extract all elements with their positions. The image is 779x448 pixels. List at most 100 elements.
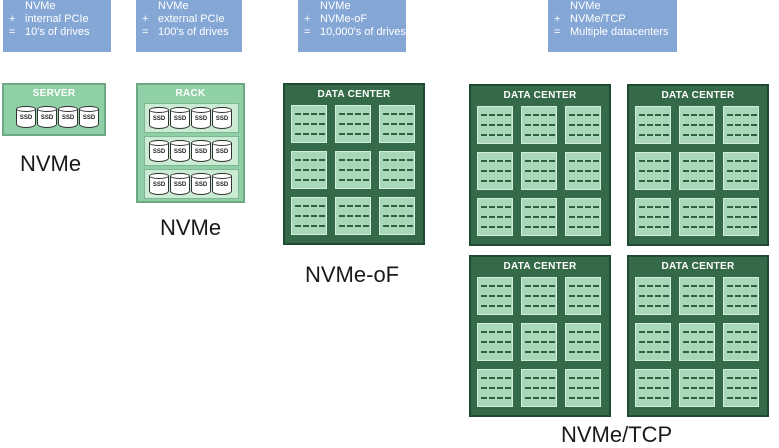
- rack-cell: [635, 106, 671, 144]
- datacenter-title: DATA CENTER: [661, 90, 735, 101]
- datacenter-grid: [635, 106, 761, 240]
- rack-cell: [679, 152, 715, 190]
- rack-cell: [679, 277, 715, 315]
- ssd-label: SSD: [173, 116, 187, 122]
- ssd-label: SSD: [194, 149, 208, 155]
- datacenter-title: DATA CENTER: [503, 90, 577, 101]
- callout-rack: NVMe +external PCIe =100's of drives: [136, 0, 242, 52]
- datacenter-title: DATA CENTER: [317, 89, 391, 100]
- callout-line: NVMe: [25, 0, 56, 12]
- rack-cell: [477, 323, 513, 361]
- rack-cell: [635, 198, 671, 236]
- datacenter-title: DATA CENTER: [503, 261, 577, 272]
- datacenter-title: DATA CENTER: [661, 261, 735, 272]
- callout-line: NVMe: [570, 0, 601, 12]
- rack-cell: [477, 277, 513, 315]
- label-rack: NVMe: [160, 215, 222, 240]
- datacenter-grid: [477, 277, 603, 411]
- server-panel: SERVER SSD SSD SSD SSD: [2, 83, 106, 136]
- ssd-label: SSD: [61, 115, 75, 121]
- ssd-drive-icon: SSD: [58, 106, 78, 128]
- rack-cell: [565, 277, 601, 315]
- callout-server: NVMe +internal PCIe =10's of drives: [3, 0, 111, 52]
- callout-line: Multiple datacenters: [570, 26, 669, 38]
- rack-cell: [565, 323, 601, 361]
- callout-line: NVMe/TCP: [570, 13, 626, 25]
- ssd-label: SSD: [194, 182, 208, 188]
- callout-line: external PCIe: [158, 13, 225, 25]
- rack-cell: [723, 198, 759, 236]
- rack-cell: [723, 369, 759, 407]
- rack-cell: [723, 323, 759, 361]
- rack-cell: [379, 105, 415, 143]
- rack-cell: [679, 106, 715, 144]
- datacenter-panel-1: DATA CENTER: [469, 84, 611, 246]
- rack-cell: [379, 197, 415, 235]
- rack-title: RACK: [175, 88, 206, 99]
- ssd-drive-icon: SSD: [149, 140, 169, 162]
- ssd-drive-icon: SSD: [191, 107, 211, 129]
- rack-cell: [679, 198, 715, 236]
- ssd-drive-icon: SSD: [191, 173, 211, 195]
- label-server: NVMe: [20, 151, 82, 176]
- rack-cell: [521, 198, 557, 236]
- callout-line: NVMe-oF: [320, 13, 368, 25]
- server-drives: SSD SSD SSD SSD: [12, 104, 102, 130]
- rack-cell: [723, 106, 759, 144]
- ssd-label: SSD: [19, 115, 33, 121]
- rack-cell: [477, 106, 513, 144]
- ssd-label: SSD: [173, 149, 187, 155]
- rack-cell: [635, 277, 671, 315]
- rack-cell: [635, 152, 671, 190]
- callout-line: 10's of drives: [25, 26, 90, 38]
- callout-line: 100's of drives: [158, 26, 229, 38]
- datacenter-grid: [477, 106, 603, 240]
- ssd-drive-icon: SSD: [149, 107, 169, 129]
- rack-cell: [565, 152, 601, 190]
- rack-cell: [635, 369, 671, 407]
- rack-cell: [521, 106, 557, 144]
- ssd-drive-icon: SSD: [170, 107, 190, 129]
- rack-cell: [723, 277, 759, 315]
- rack-cell: [521, 152, 557, 190]
- rack-cell: [291, 151, 327, 189]
- rack-cell: [565, 369, 601, 407]
- label-multi-datacenter: NVMe/TCP: [561, 422, 673, 447]
- datacenter-grid: [635, 277, 761, 411]
- datacenter-panel-4: DATA CENTER: [627, 255, 769, 417]
- ssd-label: SSD: [82, 115, 96, 121]
- ssd-label: SSD: [152, 149, 166, 155]
- callout-line: NVMe: [320, 0, 351, 12]
- ssd-drive-icon: SSD: [16, 106, 36, 128]
- ssd-drive-icon: SSD: [212, 173, 232, 195]
- datacenter-panel-3: DATA CENTER: [469, 255, 611, 417]
- rack-shelf: SSD SSD SSD SSD: [144, 103, 239, 133]
- rack-cell: [477, 369, 513, 407]
- rack-cell: [565, 198, 601, 236]
- callout-line: 10,000's of drives: [320, 26, 406, 38]
- rack-cell: [477, 152, 513, 190]
- ssd-drive-icon: SSD: [79, 106, 99, 128]
- ssd-label: SSD: [215, 149, 229, 155]
- ssd-label: SSD: [194, 116, 208, 122]
- ssd-label: SSD: [215, 116, 229, 122]
- ssd-label: SSD: [152, 116, 166, 122]
- ssd-label: SSD: [152, 182, 166, 188]
- ssd-drive-icon: SSD: [37, 106, 57, 128]
- ssd-label: SSD: [40, 115, 54, 121]
- ssd-drive-icon: SSD: [212, 107, 232, 129]
- server-title: SERVER: [32, 88, 76, 99]
- rack-cell: [679, 369, 715, 407]
- ssd-drive-icon: SSD: [170, 140, 190, 162]
- rack-cell: [521, 323, 557, 361]
- rack-cell: [565, 106, 601, 144]
- datacenter-panel: DATA CENTER: [283, 83, 425, 245]
- datacenter-grid: [291, 105, 417, 239]
- rack-cell: [521, 369, 557, 407]
- callout-line: NVMe: [158, 0, 189, 12]
- rack-cell: [335, 105, 371, 143]
- label-datacenter: NVMe-oF: [305, 262, 400, 287]
